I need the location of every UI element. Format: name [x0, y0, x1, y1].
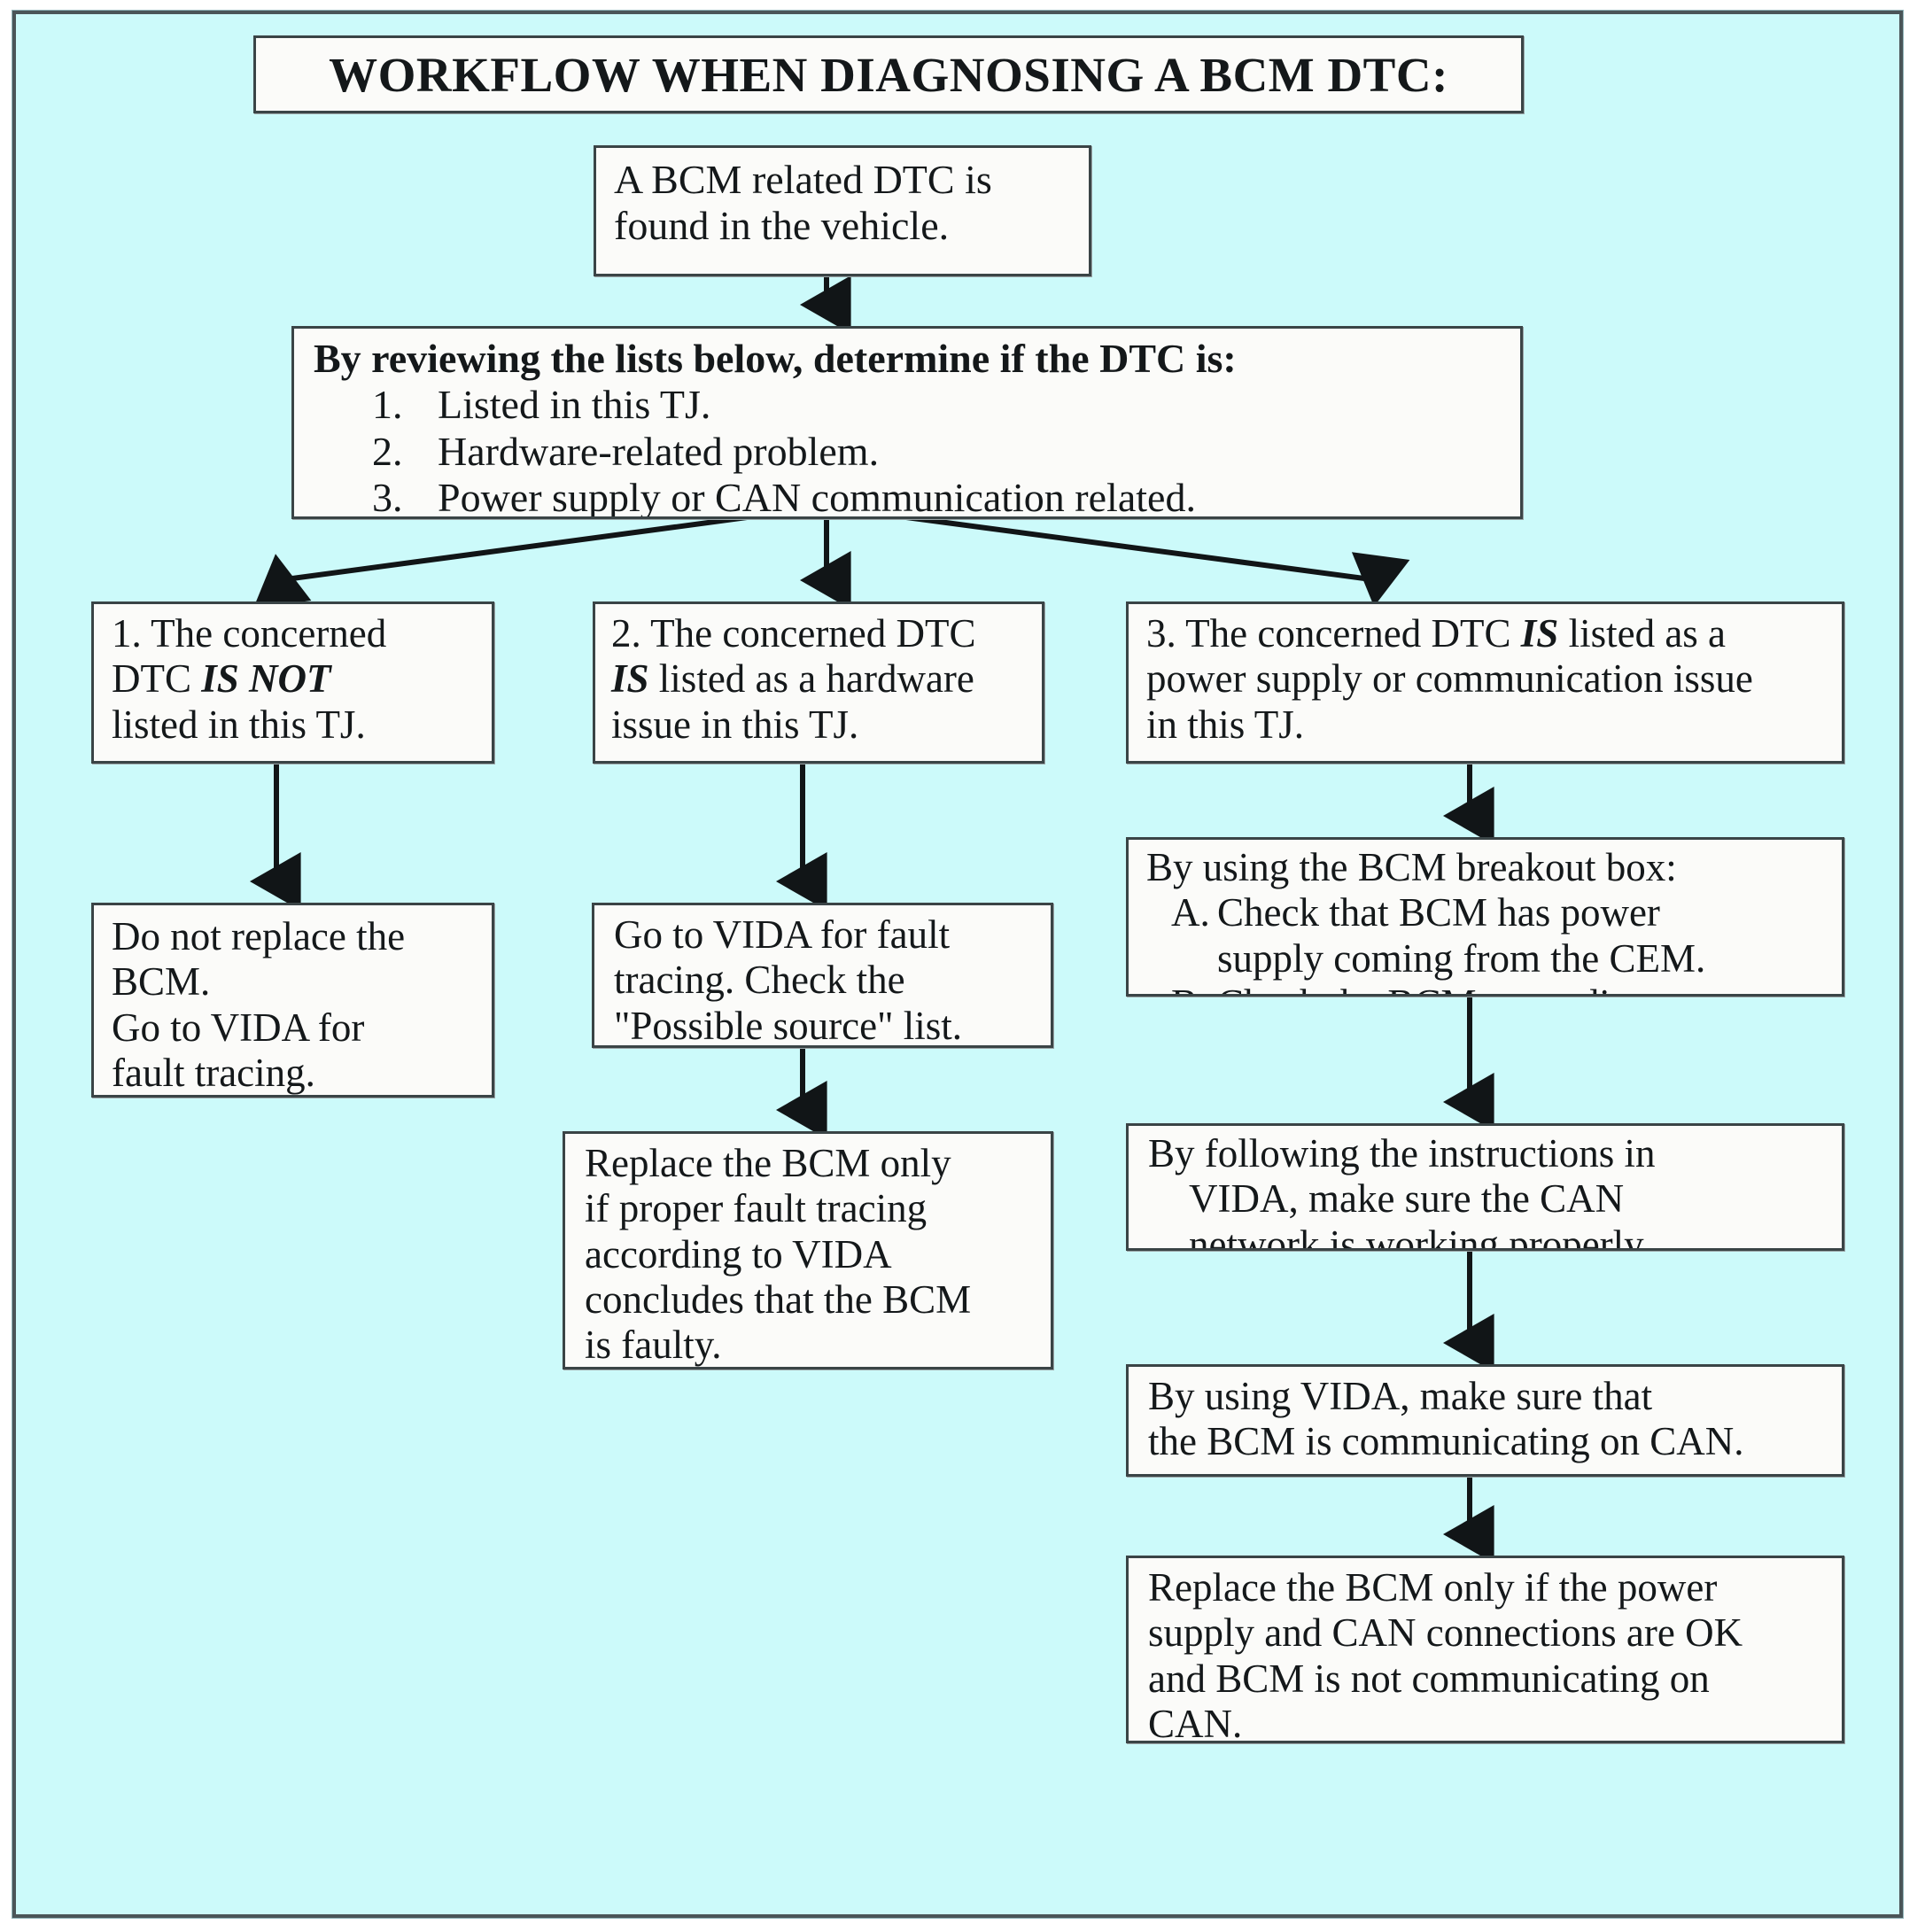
- node-line: found in the vehicle.: [614, 203, 950, 249]
- node-text: DTC: [112, 656, 202, 702]
- node-line: issue in this TJ.: [611, 702, 859, 747]
- list-item-label: Check the BCM grounding.: [1217, 982, 1833, 994]
- node-line: Go to VIDA for: [112, 1005, 365, 1050]
- list-item-number: A.: [1171, 890, 1210, 935]
- node-line: CAN.: [1148, 1701, 1243, 1743]
- node-line: DTC IS NOT: [112, 656, 481, 702]
- node-line: fault tracing.: [112, 1050, 315, 1095]
- node-line: tracing. Check the: [614, 958, 905, 1003]
- node-review-lists: By reviewing the lists below, determine …: [291, 326, 1523, 519]
- list-item-label: Power supply or CAN communication relate…: [438, 475, 1196, 519]
- node-bcm-breakout-box: By using the BCM breakout box: A. Check …: [1126, 837, 1844, 997]
- node-line: power supply or communication issue: [1146, 656, 1753, 702]
- list-item: 1. Listed in this TJ.: [314, 382, 1506, 428]
- node-line: is faulty.: [585, 1323, 722, 1368]
- list-item-number: B.: [1146, 982, 1217, 994]
- emphasis-text: IS: [611, 656, 649, 702]
- node-line: Go to VIDA for fault: [614, 912, 951, 957]
- node-line: in this TJ.: [1146, 702, 1304, 747]
- node-line: 2. The concerned DTC: [611, 611, 976, 656]
- node-replace-if-power-and-can-ok: Replace the BCM only if the power supply…: [1126, 1556, 1844, 1743]
- list-item-continuation: supply coming from the CEM.: [1217, 935, 1706, 981]
- node-line: VIDA, make sure the CAN: [1189, 1176, 1625, 1222]
- list-item-label: Listed in this TJ.: [438, 382, 711, 428]
- list-item-number: 2.: [372, 428, 403, 474]
- node-line: BCM.: [112, 959, 211, 1005]
- list-item-number: 1.: [372, 382, 403, 428]
- node-branch-power-comm: 3. The concerned DTC IS listed as a powe…: [1126, 601, 1844, 764]
- node-line: IS listed as a hardware: [611, 656, 1033, 702]
- node-line: Replace the BCM only: [585, 1141, 951, 1185]
- node-line: Do not replace the: [112, 914, 406, 958]
- node-line: according to VIDA: [585, 1231, 892, 1276]
- node-line: concludes that the BCM: [585, 1276, 972, 1322]
- node-line: the BCM is communicating on CAN.: [1148, 1419, 1744, 1464]
- node-line: 3. The concerned DTC IS listed as a: [1146, 611, 1833, 656]
- list-item: 2. Hardware-related problem.: [314, 429, 1506, 475]
- node-branch-not-listed: 1. The concerned DTC IS NOT listed in th…: [91, 601, 494, 764]
- emphasis-text: IS: [1520, 611, 1559, 656]
- node-line: A BCM related DTC is: [614, 157, 992, 202]
- node-line: if proper fault tracing: [585, 1186, 928, 1231]
- flowchart-canvas: WORKFLOW WHEN DIAGNOSING A BCM DTC: A BC…: [12, 11, 1903, 1918]
- list-item-label: Hardware-related problem.: [438, 428, 880, 474]
- page-title: WORKFLOW WHEN DIAGNOSING A BCM DTC:: [329, 47, 1448, 102]
- list-item: 3. Power supply or CAN communication rel…: [314, 475, 1506, 519]
- node-goto-vida-possible-source: Go to VIDA for fault tracing. Check the …: [592, 903, 1053, 1048]
- node-text: 3. The concerned DTC: [1146, 611, 1521, 656]
- node-line: Replace the BCM only if the power: [1148, 1565, 1718, 1610]
- node-line: network is working properly.: [1189, 1222, 1651, 1251]
- node-bcm-communicating-on-can: By using VIDA, make sure that the BCM is…: [1126, 1364, 1844, 1477]
- node-line: "Possible source" list.: [614, 1003, 962, 1048]
- node-replace-if-vida-concludes: Replace the BCM only if proper fault tra…: [563, 1131, 1053, 1369]
- node-line: 1. The concerned: [112, 611, 387, 656]
- node-line: By using VIDA, make sure that: [1148, 1374, 1653, 1418]
- node-heading: By using the BCM breakout box:: [1146, 845, 1677, 889]
- node-dtc-found: A BCM related DTC is found in the vehicl…: [594, 145, 1091, 276]
- list-item: A. Check that BCM has power: [1146, 890, 1833, 935]
- node-line: supply and CAN connections are OK: [1148, 1610, 1743, 1656]
- node-heading: By reviewing the lists below, determine …: [314, 336, 1237, 381]
- page-title-box: WORKFLOW WHEN DIAGNOSING A BCM DTC:: [253, 35, 1524, 113]
- node-branch-hardware: 2. The concerned DTC IS listed as a hard…: [593, 601, 1044, 764]
- node-line: listed in this TJ.: [112, 702, 366, 747]
- node-do-not-replace: Do not replace the BCM. Go to VIDA for f…: [91, 903, 494, 1098]
- node-line: and BCM is not communicating on: [1148, 1656, 1710, 1701]
- node-text: listed as a: [1558, 611, 1727, 656]
- list-item: B. Check the BCM grounding.: [1146, 982, 1833, 994]
- list-item-number: 3.: [372, 475, 403, 519]
- node-text: listed as a hardware: [648, 656, 974, 702]
- list-item-label: Check that BCM has power: [1217, 890, 1660, 935]
- emphasis-text: IS NOT: [201, 656, 331, 702]
- node-can-network-working: By following the instructions in VIDA, m…: [1126, 1123, 1844, 1251]
- node-line: By following the instructions in: [1148, 1131, 1656, 1175]
